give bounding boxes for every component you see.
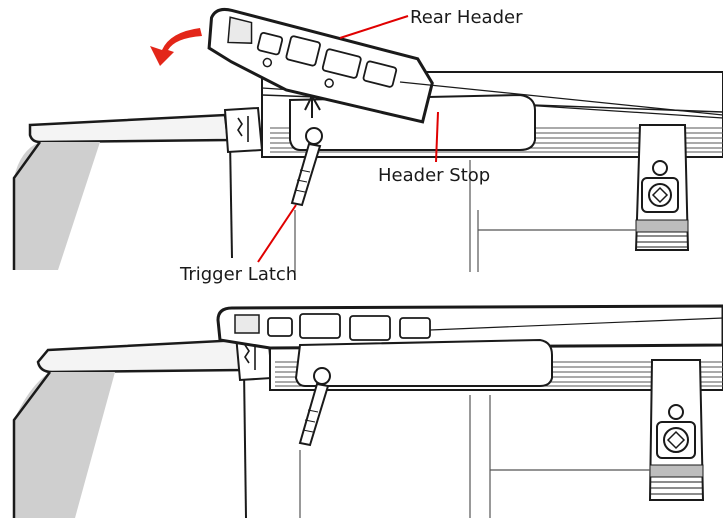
trigger-latch-callout-line <box>257 204 297 263</box>
lock-icon <box>656 404 696 459</box>
rear-header-label: Rear Header <box>410 7 523 28</box>
rear-header-callout-line <box>339 15 409 39</box>
top-panel <box>12 7 723 272</box>
trigger-latch-part <box>290 142 322 207</box>
rear-header-part <box>207 7 434 124</box>
trigger-latch-part <box>298 382 330 447</box>
header-stop-part <box>289 93 536 151</box>
lock-icon <box>641 160 679 213</box>
bed-side-shading <box>14 142 100 270</box>
curved-arrow-icon <box>150 28 202 66</box>
trigger-latch-label: Trigger Latch <box>180 264 298 285</box>
header-stop-label: Header Stop <box>378 165 491 186</box>
bottom-panel <box>12 304 723 518</box>
header-stop-callout-line <box>435 111 439 163</box>
bed-wall <box>28 113 230 144</box>
header-stop-part <box>294 338 553 387</box>
bed-wall <box>36 338 244 374</box>
